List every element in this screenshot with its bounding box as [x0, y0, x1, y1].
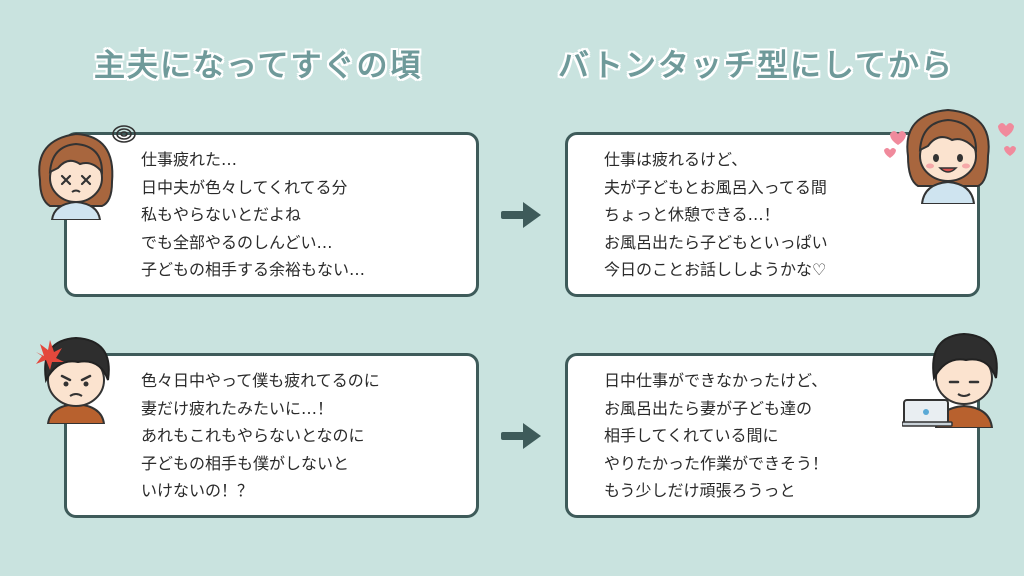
panel-husband-after: 日中仕事ができなかったけど、 お風呂出たら妻が子ども達の 相手してくれている間に…	[565, 353, 980, 518]
angry-husband-avatar-icon	[36, 336, 110, 424]
tired-wife-avatar-icon	[38, 125, 136, 220]
panel-husband-before: 色々日中やって僕も疲れてるのに 妻だけ疲れたみたいに…！ あれもこれもやらないと…	[64, 353, 479, 518]
panel-text: 仕事は疲れるけど、 夫が子どもとお風呂入ってる間 ちょっと休憩できる…！ お風呂…	[604, 146, 828, 284]
text-line: 子どもの相手する余裕もない…	[141, 260, 366, 279]
text-line: 日中仕事ができなかったけど、	[604, 371, 828, 390]
arrow-right-icon	[501, 423, 541, 449]
text-line: 色々日中やって僕も疲れてるのに	[141, 371, 380, 390]
panel-text: 色々日中やって僕も疲れてるのに 妻だけ疲れたみたいに…！ あれもこれもやらないと…	[141, 367, 380, 505]
text-line: 相手してくれている間に	[604, 426, 779, 445]
text-line: お風呂出たら子どもといっぱい	[604, 232, 828, 252]
text-line: 妻だけ疲れたみたいに…！	[141, 398, 334, 418]
text-line: 夫が子どもとお風呂入ってる間	[604, 177, 827, 197]
panel-text: 仕事疲れた… 日中夫が色々してくれてる分 私もやらないとだよね でも全部やるのし…	[141, 146, 365, 284]
heading-before: 主夫になってすぐの頃	[94, 48, 423, 84]
text-line: やりたかった作業ができそう！	[604, 453, 829, 473]
panel-wife-before: 仕事疲れた… 日中夫が色々してくれてる分 私もやらないとだよね でも全部やるのし…	[64, 132, 479, 297]
text-line: 仕事疲れた…	[141, 150, 238, 169]
husband-with-laptop-avatar-icon	[902, 332, 998, 428]
happy-wife-avatar-icon	[884, 108, 1016, 204]
text-line: 仕事は疲れるけど、	[604, 150, 748, 169]
panel-text: 日中仕事ができなかったけど、 お風呂出たら妻が子ども達の 相手してくれている間に…	[604, 367, 828, 505]
text-line: あれもこれもやらないとなのに	[141, 426, 365, 445]
text-line: 子どもの相手も僕がしないと	[141, 453, 350, 473]
text-line: お風呂出たら妻が子ども達の	[604, 398, 813, 418]
heading-after: バトンタッチ型にしてから	[558, 48, 954, 84]
text-line: ちょっと休憩できる…！	[604, 205, 780, 224]
text-line: 日中夫が色々してくれてる分	[141, 177, 348, 197]
text-line: 私もやらないとだよね	[141, 205, 302, 224]
arrow-right-icon	[501, 202, 541, 228]
text-line: いけないの！？	[141, 481, 254, 500]
text-line: でも全部やるのしんどい…	[141, 232, 333, 252]
text-line: もう少しだけ頑張ろうっと	[604, 481, 796, 500]
text-line: 今日のことお話ししようかな♡	[604, 260, 827, 279]
